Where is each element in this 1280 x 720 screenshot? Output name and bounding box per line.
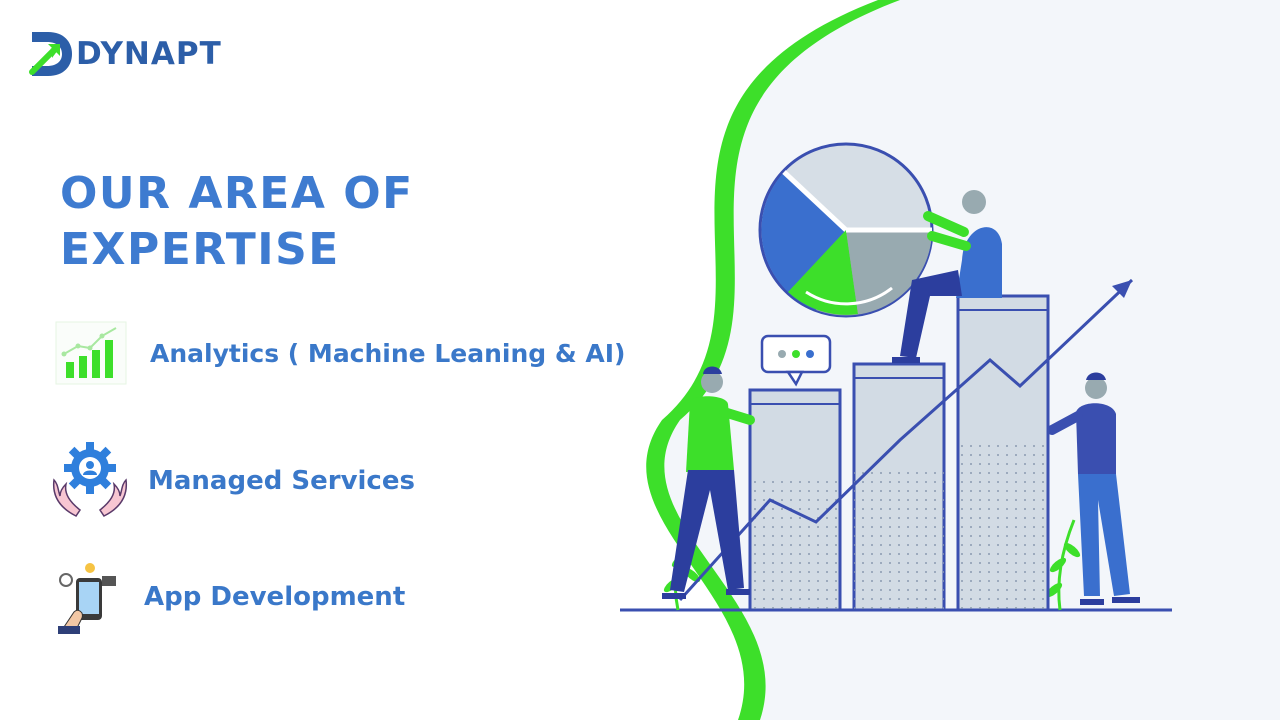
bar-1 (748, 388, 842, 612)
plant-right (1045, 519, 1081, 611)
phone-in-hand-icon (58, 563, 116, 634)
bar-chart-icon (55, 321, 127, 385)
title-line-2: EXPERTISE (60, 224, 340, 275)
gear-hands-icon (52, 442, 128, 517)
service-managed: Managed Services (50, 440, 415, 522)
analytics-team-illustration (620, 142, 1172, 612)
dynapt-d-arrow-logo-icon (29, 32, 72, 76)
bar-3 (956, 294, 1050, 612)
person-sitting (892, 190, 1002, 363)
chat-bubble (760, 334, 832, 387)
person-left (662, 366, 755, 599)
bar-2 (852, 362, 946, 612)
trend-line (678, 278, 1134, 602)
page-title: OUR AREA OF EXPERTISE (60, 166, 414, 278)
pie-chart (758, 142, 934, 318)
title-line-1: OUR AREA OF (60, 168, 414, 219)
service-label-app: App Development (144, 582, 406, 612)
brand-logo: DYNAPT (28, 28, 222, 80)
brand-name: DYNAPT (76, 36, 222, 72)
person-right (1047, 372, 1140, 605)
service-analytics: Analytics ( Machine Leaning & AI) (54, 320, 625, 386)
trend-arrow-head (1112, 280, 1132, 298)
service-app-development: App Development (56, 560, 405, 634)
service-label-analytics: Analytics ( Machine Leaning & AI) (150, 338, 626, 368)
service-label-managed: Managed Services (148, 466, 415, 496)
